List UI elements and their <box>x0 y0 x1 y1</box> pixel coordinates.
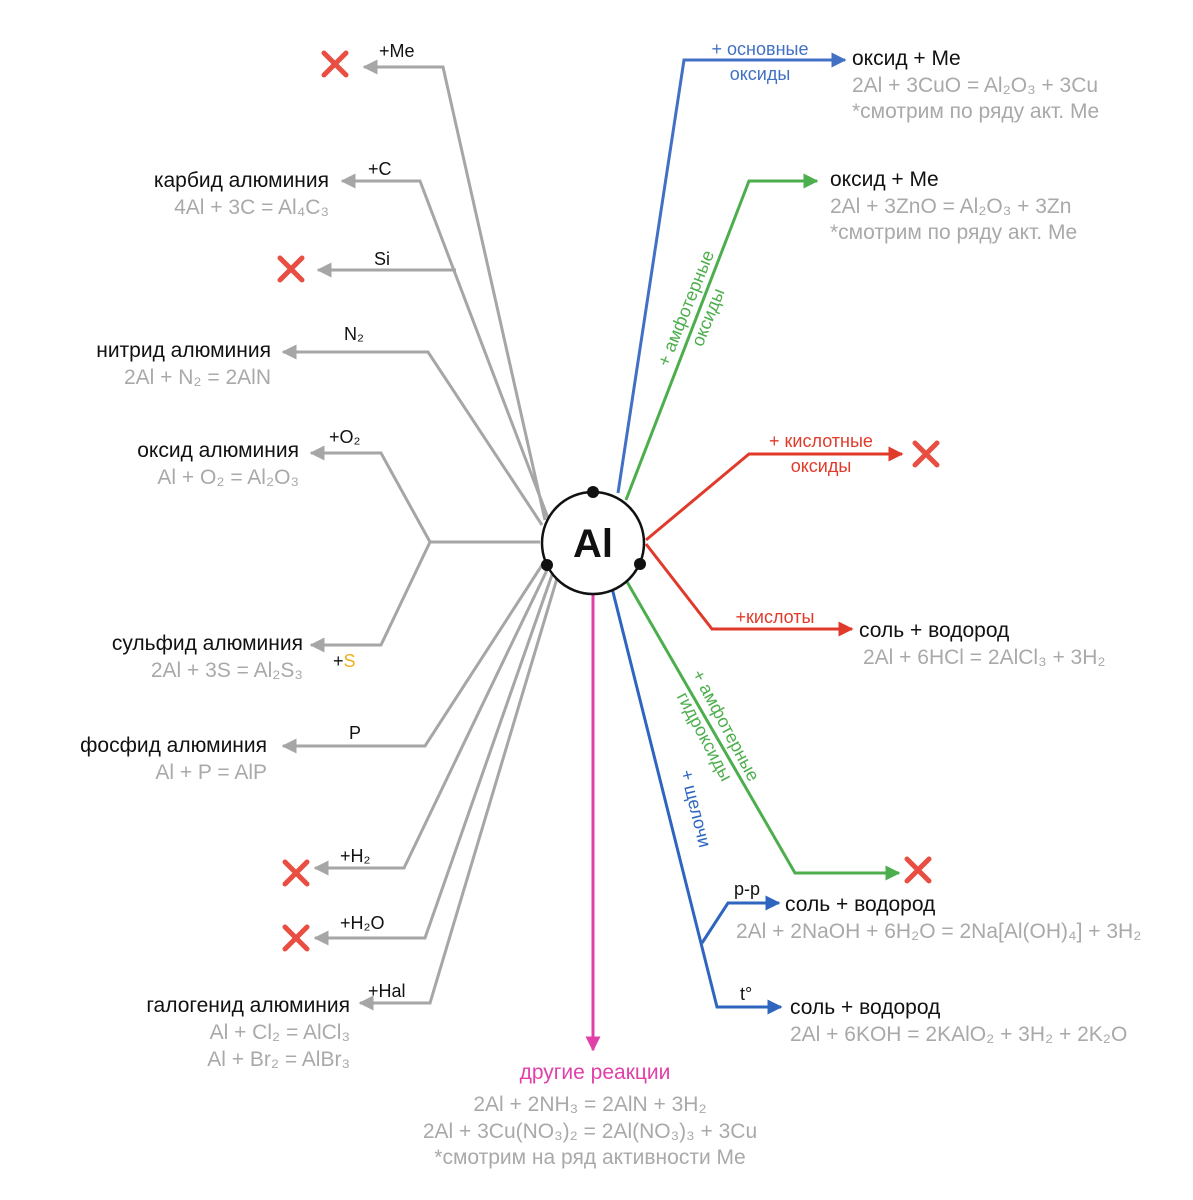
label-basic-oxides-1: + основные <box>712 39 809 59</box>
condition-heat: t° <box>740 984 752 1004</box>
arrow-s <box>309 541 432 653</box>
equation-carbide: 4Al + 3C = Al₄C₃ <box>174 196 329 219</box>
product-basic-oxides: оксид + Me <box>852 47 961 70</box>
product-sulfide: сульфид алюминия <box>112 632 303 655</box>
label-s-plus: + <box>333 651 344 671</box>
arrow-basic-oxides <box>616 52 847 494</box>
product-phosphide: фосфид алюминия <box>80 734 267 757</box>
product-halide: галогенид алюминия <box>146 994 350 1017</box>
arrow-c <box>340 173 550 519</box>
product-oxide: оксид алюминия <box>137 439 299 462</box>
label-n2: N₂ <box>344 324 364 344</box>
equation-alkali-solution: 2Al + 2NaOH + 6H₂O = 2Na[Al(OH)₄] + 3H₂ <box>736 920 1141 943</box>
label-s: +S <box>333 651 356 671</box>
label-si: Si <box>374 249 390 269</box>
equation-acids: 2Al + 6HCl = 2AlCl₃ + 3H₂ <box>863 646 1106 669</box>
label-p: P <box>349 723 361 743</box>
cross-icon <box>282 859 310 887</box>
cross-icon <box>912 440 940 468</box>
label-alkalis-text: + щелочи <box>677 768 716 850</box>
arrow-n2 <box>281 344 544 526</box>
arrow-h2o <box>313 571 555 946</box>
arrow-alkalis-solution <box>700 895 781 944</box>
label-h2o: +H₂O <box>340 913 385 933</box>
electron-dot-left <box>541 559 553 571</box>
equation-amph-oxides: 2Al + 3ZnO = Al₂O₃ + 3Zn <box>830 195 1071 218</box>
label-hal: +Hal <box>368 981 406 1001</box>
label-acid-oxides-1: + кислотные <box>769 431 873 451</box>
equation-halide-1: Al + Cl₂ = AlCl₃ <box>210 1021 350 1044</box>
arrow-hal <box>358 574 560 1011</box>
arrow-alkalis <box>610 587 783 1015</box>
cross-icon <box>321 50 349 78</box>
cross-icon <box>277 255 305 283</box>
other-equation-1: 2Al + 2NH₃ = 2AlN + 3H₂ <box>473 1093 706 1116</box>
other-equation-2: 2Al + 3Cu(NO₃)₂ = 2Al(NO₃)₃ + 3Cu <box>423 1120 757 1143</box>
label-h2: +H₂ <box>340 846 371 866</box>
cross-icon <box>904 856 932 884</box>
equation-halide-2: Al + Br₂ = AlBr₃ <box>207 1048 350 1071</box>
condition-solution: р-р <box>734 879 760 899</box>
label-c: +C <box>368 159 392 179</box>
label-me: +Me <box>379 41 415 61</box>
other-note: *смотрим на ряд активности Me <box>434 1146 745 1169</box>
arrow-o2 <box>309 445 432 543</box>
product-carbide: карбид алюминия <box>154 169 329 192</box>
product-acids: соль + водород <box>859 619 1009 642</box>
equation-phosphide: Al + P = AlP <box>155 761 267 784</box>
arrow-me <box>362 59 547 521</box>
label-o2: +O₂ <box>329 427 361 447</box>
product-alkali-solution: соль + водород <box>785 893 935 916</box>
label-s-element: S <box>344 651 356 671</box>
electron-dot-top <box>587 486 599 498</box>
equation-alkali-heat: 2Al + 6KOH = 2KAlO₂ + 3H₂ + 2K₂O <box>790 1023 1127 1046</box>
equation-basic-oxides: 2Al + 3CuO = Al₂O₃ + 3Cu <box>852 74 1098 97</box>
equation-nitride: 2Al + N₂ = 2AlN <box>124 366 271 389</box>
product-nitride: нитрид алюминия <box>96 339 271 362</box>
label-basic-oxides-2: оксиды <box>730 64 791 84</box>
product-alkali-heat: соль + водород <box>790 996 940 1019</box>
label-acids: +кислоты <box>736 607 815 627</box>
arrow-amph-hydroxides <box>624 579 901 881</box>
electron-dot-right <box>634 558 646 570</box>
cross-icon <box>282 924 310 952</box>
arrow-h2 <box>313 567 550 876</box>
note-amph-oxides: *смотрим по ряду акт. Me <box>830 221 1077 244</box>
note-basic-oxides: *смотрим по ряду акт. Me <box>852 100 1099 123</box>
other-title: другие реакции <box>520 1061 671 1084</box>
arrow-acid-oxides <box>645 446 904 542</box>
label-acid-oxides-2: оксиды <box>791 456 852 476</box>
equation-sulfide: 2Al + 3S = Al₂S₃ <box>151 659 303 682</box>
arrow-p <box>281 561 546 754</box>
arrow-acids <box>644 543 854 637</box>
product-amph-oxides: оксид + Me <box>830 168 939 191</box>
center-symbol: Al <box>573 522 613 566</box>
arrow-amph-oxides <box>624 173 819 501</box>
equation-oxide: Al + O₂ = Al₂O₃ <box>157 466 299 489</box>
label-alkalis: + щелочи <box>677 768 716 850</box>
